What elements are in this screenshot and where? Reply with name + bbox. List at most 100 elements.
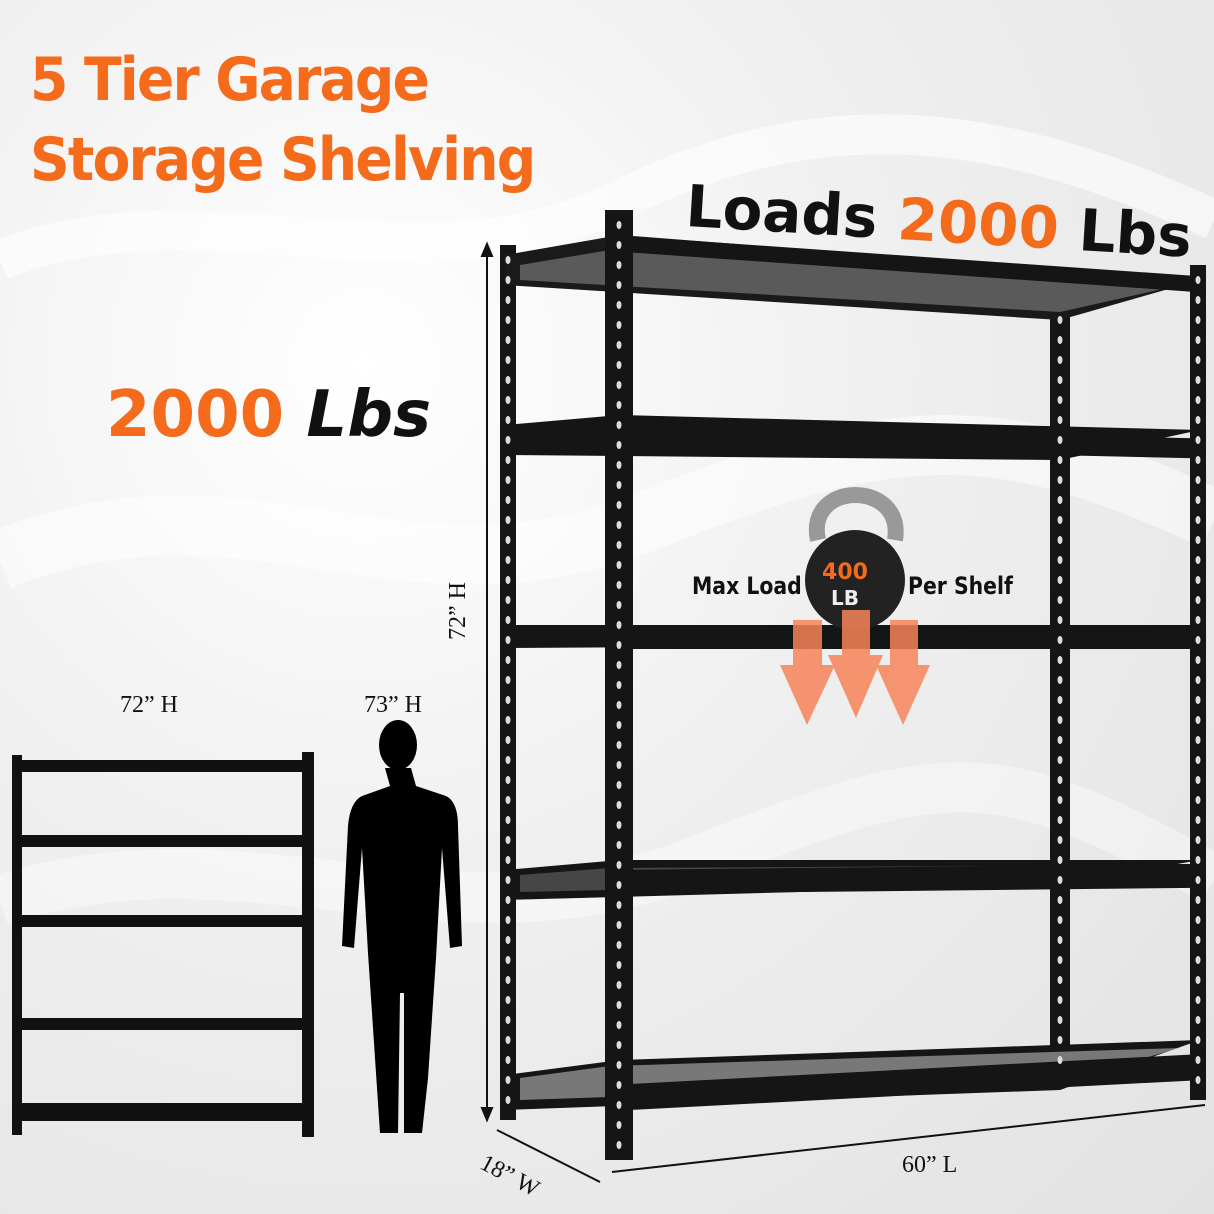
post-hole: [1195, 796, 1201, 804]
post-hole: [1057, 736, 1063, 744]
small-shelf-height: 72” H: [120, 692, 178, 718]
capacity-value: 2000: [106, 378, 285, 452]
post-hole: [505, 456, 511, 464]
post-hole: [616, 881, 622, 889]
post-hole: [505, 896, 511, 904]
post-hole: [505, 1056, 511, 1064]
post-hole: [1057, 716, 1063, 724]
post-hole: [1195, 636, 1201, 644]
post-hole: [616, 761, 622, 769]
post-hole: [1195, 856, 1201, 864]
post-hole: [505, 316, 511, 324]
post-hole: [505, 376, 511, 384]
post-hole: [1195, 916, 1201, 924]
post-hole: [1195, 1056, 1201, 1064]
post-hole: [616, 961, 622, 969]
post-hole: [616, 821, 622, 829]
post-hole: [1057, 876, 1063, 884]
post-hole: [616, 581, 622, 589]
post-hole: [1057, 316, 1063, 324]
post-hole: [1057, 676, 1063, 684]
post-hole: [1195, 456, 1201, 464]
post-hole: [1195, 816, 1201, 824]
post-hole: [1195, 776, 1201, 784]
post-hole: [505, 996, 511, 1004]
post-hole: [1057, 536, 1063, 544]
post-hole: [616, 981, 622, 989]
post-hole: [616, 1021, 622, 1029]
post-hole: [1195, 896, 1201, 904]
post-hole: [616, 461, 622, 469]
post-hole: [1057, 336, 1063, 344]
post-hole: [505, 296, 511, 304]
shelves: [505, 235, 1206, 1111]
post-hole: [616, 921, 622, 929]
post-hole: [616, 1081, 622, 1089]
post-hole: [616, 701, 622, 709]
post-hole: [1057, 436, 1063, 444]
post-hole: [616, 801, 622, 809]
capacity-label: 2000 Lbs: [106, 378, 431, 452]
post-hole: [616, 661, 622, 669]
post-hole: [505, 516, 511, 524]
post-hole: [1195, 336, 1201, 344]
post-hole: [505, 916, 511, 924]
post-hole: [1057, 496, 1063, 504]
post-hole: [505, 396, 511, 404]
post-hole: [505, 656, 511, 664]
weight-value: 400: [822, 560, 868, 585]
post-hole: [1195, 736, 1201, 744]
title-line-2: Storage Shelving: [30, 125, 536, 195]
post-hole: [505, 556, 511, 564]
post-hole: [616, 741, 622, 749]
post-hole: [1057, 396, 1063, 404]
post-hole: [1057, 976, 1063, 984]
post-hole: [505, 976, 511, 984]
post-hole: [616, 1041, 622, 1049]
post-hole: [616, 541, 622, 549]
post-hole: [505, 576, 511, 584]
post-hole: [1195, 536, 1201, 544]
post-hole: [1057, 796, 1063, 804]
post-hole: [1057, 416, 1063, 424]
post-hole: [1057, 636, 1063, 644]
per-shelf-label: Per Shelf: [908, 572, 1013, 600]
post-hole: [616, 1141, 622, 1149]
post-hole: [1195, 956, 1201, 964]
post-hole: [1057, 356, 1063, 364]
post-hole: [616, 681, 622, 689]
post-hole: [616, 1101, 622, 1109]
post-hole: [505, 596, 511, 604]
post-hole: [505, 816, 511, 824]
post-hole: [1057, 776, 1063, 784]
post-hole: [1057, 576, 1063, 584]
post-hole: [1057, 836, 1063, 844]
post-hole: [1195, 936, 1201, 944]
post-hole: [616, 841, 622, 849]
title-line-1: 5 Tier Garage: [30, 45, 430, 115]
post-hole: [616, 561, 622, 569]
post-hole: [616, 481, 622, 489]
post-hole: [1057, 696, 1063, 704]
post-hole: [505, 716, 511, 724]
post-hole: [1057, 456, 1063, 464]
post-hole: [505, 1016, 511, 1024]
post-hole: [616, 501, 622, 509]
post-hole: [505, 756, 511, 764]
post-hole: [616, 221, 622, 229]
post-hole: [1195, 576, 1201, 584]
post-hole: [1195, 756, 1201, 764]
person-height: 73” H: [364, 692, 422, 718]
post-hole: [616, 1121, 622, 1129]
post-hole: [1195, 596, 1201, 604]
post-hole: [1057, 556, 1063, 564]
post-hole: [616, 781, 622, 789]
post-hole: [1195, 656, 1201, 664]
post-hole: [1195, 1036, 1201, 1044]
post-hole: [1195, 876, 1201, 884]
post-hole: [505, 696, 511, 704]
post-hole: [1195, 976, 1201, 984]
post-hole: [1195, 996, 1201, 1004]
post-hole: [616, 241, 622, 249]
post-hole: [505, 436, 511, 444]
